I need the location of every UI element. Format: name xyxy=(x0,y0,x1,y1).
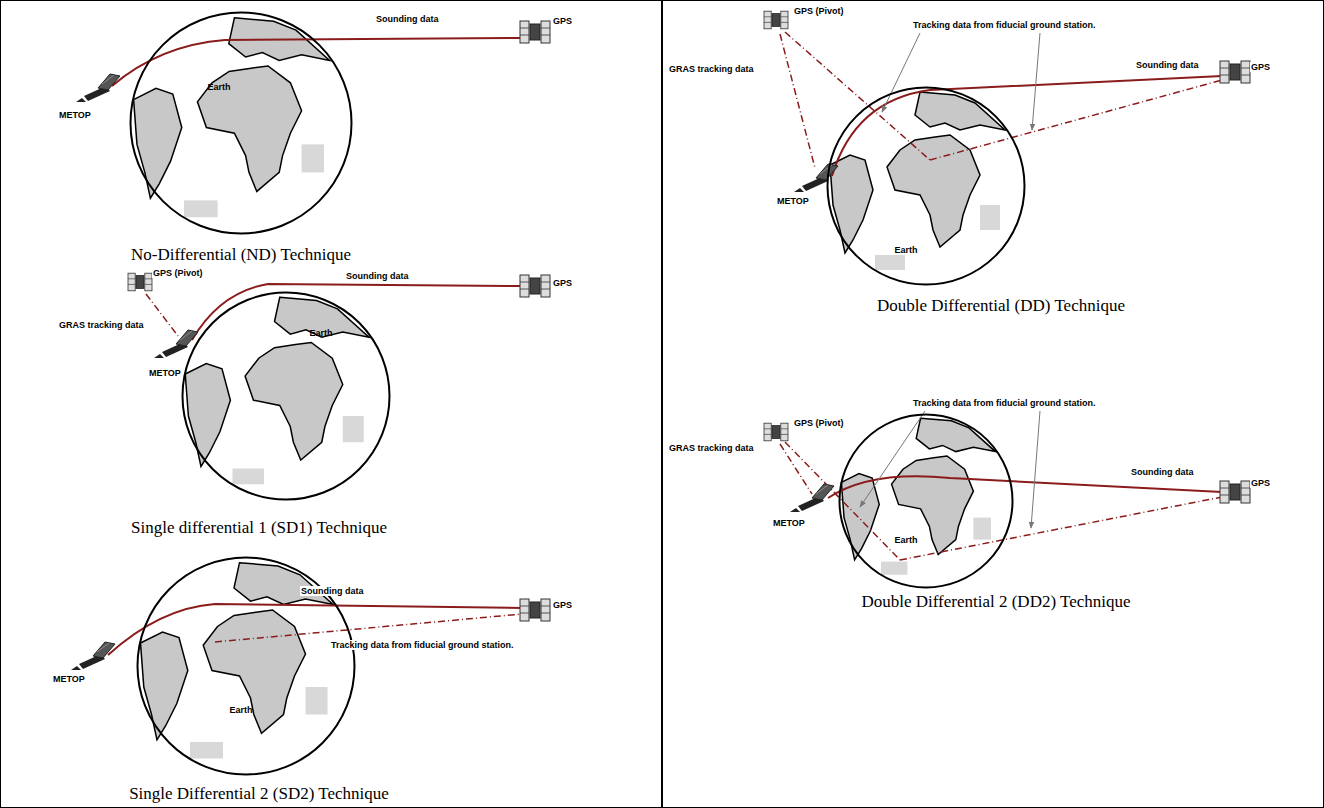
diagram-label: GPS xyxy=(1250,478,1271,488)
diagram-label: Sounding data xyxy=(345,271,410,281)
diagram-label: GPS (Pivot) xyxy=(152,268,204,278)
diagram-label: Tracking data from fiducial ground stati… xyxy=(912,398,1097,408)
globe-label: Earth xyxy=(894,536,917,546)
diagram-label: METOP xyxy=(58,110,92,120)
diagram-label: GPS (Pivot) xyxy=(793,6,845,16)
earth-globe: Earth xyxy=(826,86,1026,286)
panel-caption: Double Differential (DD) Technique xyxy=(877,297,1125,316)
panel-caption: Single Differential 2 (SD2) Technique xyxy=(129,785,389,804)
diagram-label: GPS xyxy=(552,278,573,288)
diagram-label: GPS (Pivot) xyxy=(793,418,845,428)
diagram-label: METOP xyxy=(772,518,806,528)
diagram-label: GRAS tracking data xyxy=(668,64,755,74)
globe-circle xyxy=(828,88,1025,285)
globe-label: Earth xyxy=(229,706,252,716)
diagram-label: Tracking data from fiducial ground stati… xyxy=(330,640,515,650)
diagram-label: Sounding data xyxy=(1130,467,1195,477)
earth-globe: Earth xyxy=(181,291,391,501)
globe-circle xyxy=(840,415,1013,588)
tracking-lines xyxy=(146,32,1222,642)
diagram-label: GPS xyxy=(1250,62,1271,72)
globe-circle xyxy=(183,293,390,500)
globe-outline xyxy=(181,291,391,501)
globe-label: Earth xyxy=(309,329,332,339)
gps-satellites xyxy=(128,11,1250,621)
diagram-label: GRAS tracking data xyxy=(668,443,755,453)
panel-caption: Double Differential 2 (DD2) Technique xyxy=(861,593,1130,612)
diagram-label: Sounding data xyxy=(375,14,440,24)
diagram-label: METOP xyxy=(148,368,182,378)
earth-globe: Earth xyxy=(838,413,1014,589)
globe-outline xyxy=(129,11,353,235)
globe-label: Earth xyxy=(207,83,230,93)
globe-circle xyxy=(131,13,352,234)
metop-satellites xyxy=(71,74,838,670)
diagram-label: GRAS tracking data xyxy=(58,320,145,330)
earth-globe: Earth xyxy=(129,11,353,235)
continents xyxy=(134,18,1005,759)
panel-caption: No-Differential (ND) Technique xyxy=(131,246,351,265)
diagram-label: METOP xyxy=(52,674,86,684)
diagram-label: METOP xyxy=(776,196,810,206)
figure-panel: EarthEarthEarthNo-Differential (ND) Tech… xyxy=(0,0,662,808)
diagram-label: GPS xyxy=(552,600,573,610)
diagram-label: Sounding data xyxy=(1135,60,1200,70)
diagram-label: Tracking data from fiducial ground stati… xyxy=(912,20,1097,30)
globe-outline xyxy=(838,413,1014,589)
panel-caption: Single differential 1 (SD1) Technique xyxy=(131,519,387,538)
globe-outline xyxy=(826,86,1026,286)
globe-label: Earth xyxy=(894,246,917,256)
diagram-label: GPS xyxy=(552,16,573,26)
diagram-label: Sounding data xyxy=(300,586,365,596)
